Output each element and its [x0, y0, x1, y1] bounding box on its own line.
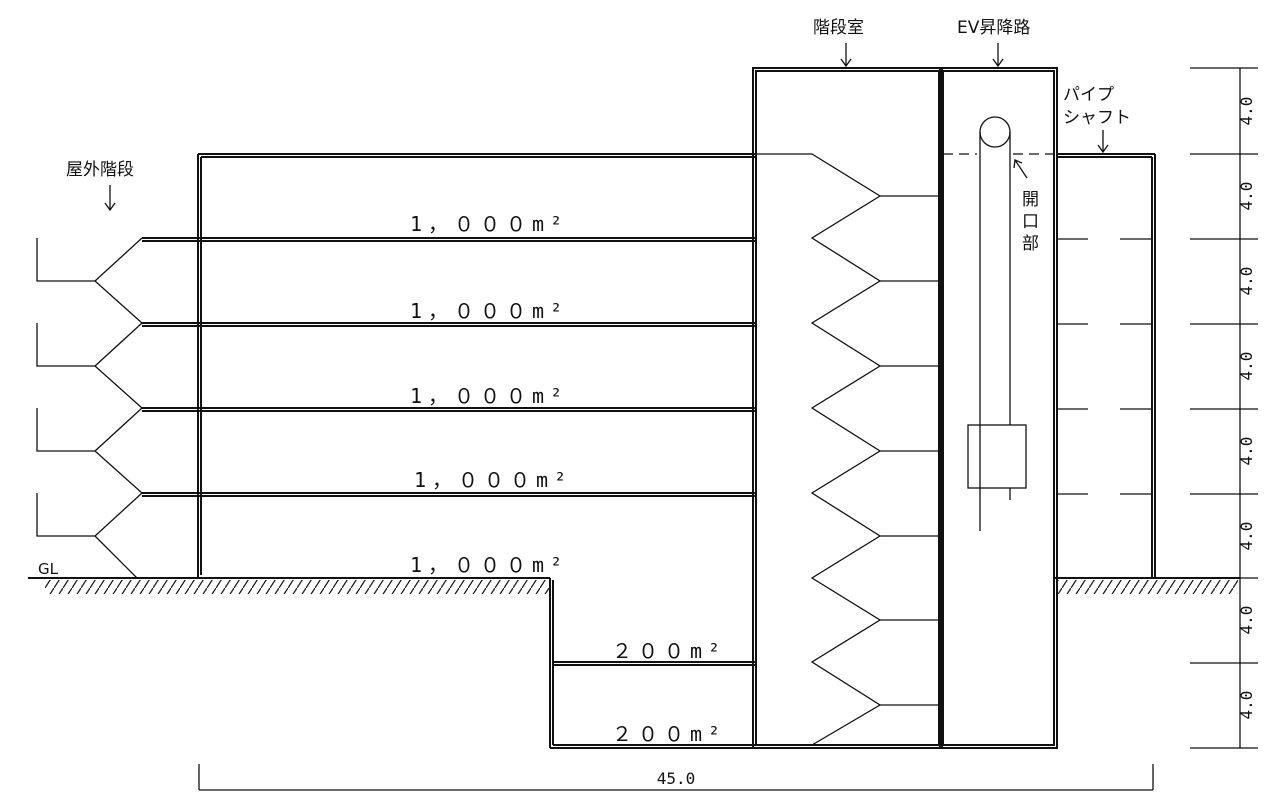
- floor-area-label: ２００m²: [612, 722, 726, 746]
- outdoor-stairs-label: 屋外階段: [66, 160, 134, 180]
- overall-width-label: 45.0: [657, 769, 696, 788]
- floor-height-label: 4.0: [1237, 606, 1256, 635]
- width-dimension: 45.0: [198, 764, 1154, 791]
- pipe-shaft-label: パイプ: [1063, 85, 1114, 105]
- sheave-icon: [979, 116, 1011, 148]
- floor-area-label: 1，０００m²: [410, 212, 568, 236]
- floor-height-label: 4.0: [1237, 352, 1256, 381]
- main-building: [142, 153, 755, 578]
- height-dimensions: 4.0 4.0 4.0 4.0 4.0 4.0 4.0 4.0: [1190, 67, 1258, 749]
- floor-area-label: 1，０００m²: [410, 299, 568, 323]
- floor-height-label: 4.0: [1237, 267, 1256, 296]
- ground: [28, 577, 1240, 594]
- floor-area-labels: 1，０００m² 1，０００m² 1，０００m² 1，０００m² 1，０００m² …: [410, 212, 726, 746]
- pipe-shaft-label: シャフト: [1063, 108, 1131, 128]
- pipe-shaft-floor-marks: [1057, 238, 1152, 495]
- elevator-shaft: [939, 67, 1058, 749]
- floor-height-label: 4.0: [1237, 97, 1256, 126]
- floor-area-label: 1，０００m²: [410, 553, 568, 577]
- opening-label: 開: [1022, 190, 1039, 210]
- outdoor-stairs: [36, 237, 143, 579]
- floor-area-label: ２００m²: [612, 639, 726, 663]
- floor-area-label: 1，０００m²: [414, 468, 572, 492]
- floor-height-label: 4.0: [1237, 182, 1256, 211]
- floor-slabs: [142, 237, 755, 497]
- elevator-car: [967, 424, 1027, 489]
- floor-height-label: 4.0: [1237, 437, 1256, 466]
- floor-height-label: 4.0: [1237, 691, 1256, 720]
- ev-shaft-label: EV昇降路: [957, 18, 1030, 38]
- pointer-arrow-icon: [1014, 159, 1028, 179]
- floor-area-label: 1，０００m²: [410, 384, 568, 408]
- floor-height-label: 4.0: [1237, 522, 1256, 551]
- opening-label: 口: [1022, 212, 1039, 232]
- ground-level-label: GL: [38, 560, 59, 578]
- stairwell: [752, 67, 943, 749]
- opening-label: 部: [1022, 234, 1039, 254]
- pipe-shaft: [1057, 153, 1156, 578]
- callouts: 屋外階段 階段室 EV昇降路 パイプ シャフト 開 口 部 GL: [38, 18, 1131, 578]
- stairwell-label: 階段室: [813, 18, 864, 38]
